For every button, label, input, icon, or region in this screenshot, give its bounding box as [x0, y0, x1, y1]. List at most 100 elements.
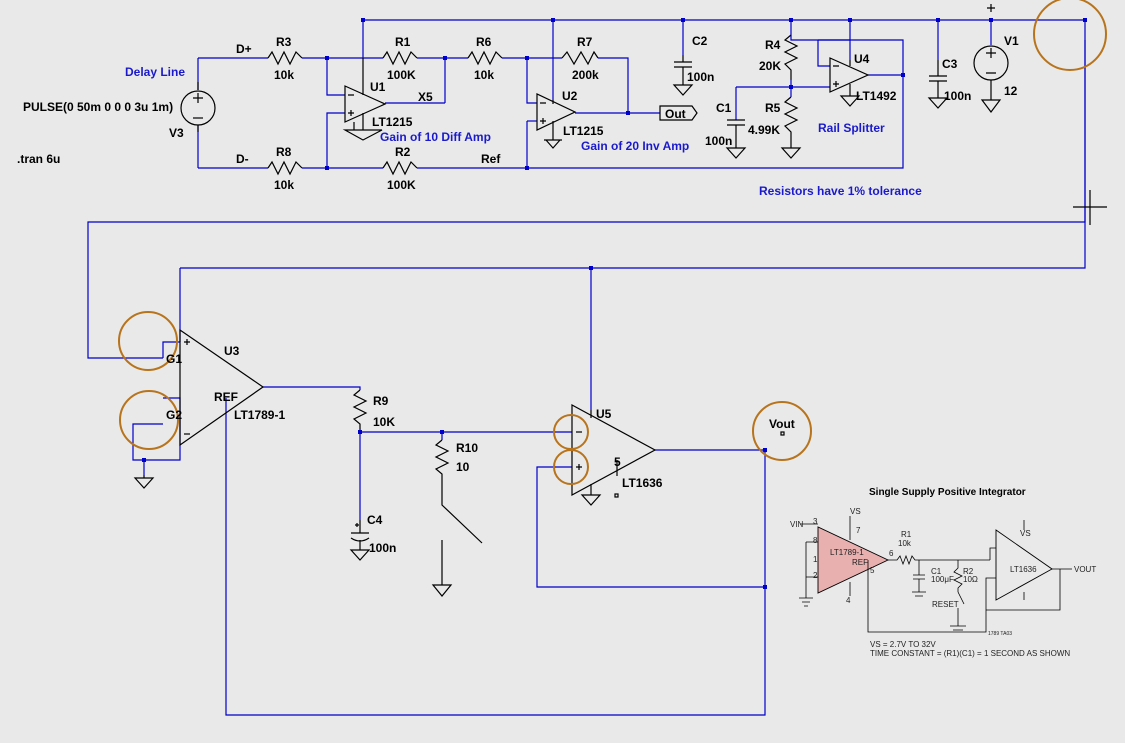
label-u2-part: LT1215	[563, 124, 604, 138]
label-c1: C1	[716, 101, 732, 115]
label-gain10: Gain of 10 Diff Amp	[380, 130, 491, 144]
inset-pin5: 5	[870, 566, 875, 575]
label-u5-part: LT1636	[622, 476, 663, 490]
label-u3: U3	[224, 344, 240, 358]
label-r5: R5	[765, 101, 781, 115]
inset-vin: VIN	[790, 520, 804, 529]
label-u2: U2	[562, 89, 578, 103]
capacitor-c4[interactable]	[350, 520, 370, 550]
label-v1: V1	[1004, 34, 1019, 48]
label-v3: V3	[169, 126, 184, 140]
label-c2: C2	[692, 34, 708, 48]
inset-pin7: 7	[856, 526, 861, 535]
resistor-r2[interactable]	[382, 160, 418, 176]
label-c3: C3	[942, 57, 958, 71]
label-ref-pin: REF	[214, 390, 238, 404]
label-u5-pin: 5	[614, 455, 621, 469]
inset-lt1636-symbol	[995, 529, 1053, 601]
label-u1: U1	[370, 80, 386, 94]
opamp-u1[interactable]	[344, 58, 387, 130]
label-r7: R7	[577, 35, 593, 49]
inset-pin6: 6	[889, 549, 894, 558]
inset-title: Single Supply Positive Integrator	[869, 487, 1026, 498]
inset-vout: VOUT	[1074, 565, 1096, 574]
resistor-r9[interactable]	[352, 389, 368, 430]
cursor-cross	[1073, 190, 1107, 225]
inset-r2: R2	[963, 567, 974, 576]
inset-vs-2: VS	[1020, 529, 1031, 538]
ground-symbols	[133, 84, 1002, 597]
label-g1: G1	[166, 352, 182, 366]
inset-c1: C1	[931, 567, 942, 576]
resistor-r4[interactable]	[783, 34, 799, 80]
label-c1-value: 100n	[705, 134, 732, 148]
label-vout: Vout	[769, 417, 795, 431]
inset-c1-value: 100μF	[931, 575, 954, 584]
label-u1-part: LT1215	[372, 115, 413, 129]
label-out: Out	[665, 107, 686, 121]
label-r3: R3	[276, 35, 292, 49]
resistor-r6[interactable]	[467, 50, 503, 66]
v3-source[interactable]	[180, 82, 216, 132]
out-netlabel	[659, 105, 698, 121]
label-u4: U4	[854, 52, 870, 66]
inset-pin8: 8	[813, 536, 818, 545]
resistor-r3[interactable]	[267, 50, 303, 66]
inset-ref: REF	[852, 558, 868, 567]
label-tran: .tran 6u	[17, 152, 60, 166]
label-tolerance: Resistors have 1% tolerance	[759, 184, 922, 198]
label-c4-value: 100n	[369, 541, 396, 555]
label-r10: R10	[456, 441, 478, 455]
label-r2-value: 100K	[387, 178, 416, 192]
label-d-plus: D+	[236, 42, 252, 56]
capacitor-c2[interactable]	[674, 55, 692, 85]
opamp-u3[interactable]	[179, 328, 265, 447]
inset-part1: LT1789-1	[830, 548, 864, 557]
inset-pin2: 2	[813, 571, 818, 580]
inset-lt1789-symbol	[817, 526, 890, 594]
label-r7-value: 200k	[572, 68, 599, 82]
opamp-u2[interactable]	[536, 93, 577, 140]
vout-netflag	[780, 431, 785, 436]
label-r8: R8	[276, 145, 292, 159]
label-r9: R9	[373, 394, 389, 408]
inset-pin1: 1	[813, 555, 818, 564]
label-r1-value: 100K	[387, 68, 416, 82]
label-r6: R6	[476, 35, 492, 49]
label-pulse-source: PULSE(0 50m 0 0 0 3u 1m)	[23, 100, 173, 114]
capacitor-c3[interactable]	[929, 60, 947, 98]
inset-reset: RESET	[932, 600, 959, 609]
wires	[87, 19, 1086, 716]
resistor-r10[interactable]	[434, 439, 483, 585]
label-r4-value: 20K	[759, 59, 781, 73]
label-c2-value: 100n	[687, 70, 714, 84]
resistor-r8[interactable]	[267, 160, 303, 176]
label-r10-value: 10	[456, 460, 470, 474]
label-r2: R2	[395, 145, 411, 159]
capacitor-c1[interactable]	[727, 119, 745, 148]
opamp-u4[interactable]	[829, 57, 870, 96]
inset-r1-value: 10k	[898, 539, 912, 548]
inset-pin3: 3	[813, 517, 818, 526]
v1-source[interactable]	[973, 4, 1009, 100]
resistor-r5[interactable]	[783, 96, 799, 140]
label-r9-value: 10K	[373, 415, 395, 429]
inset-r1: R1	[901, 530, 912, 539]
resistor-r7[interactable]	[561, 50, 599, 66]
label-r4: R4	[765, 38, 781, 52]
label-g2: G2	[166, 408, 182, 422]
label-r1: R1	[395, 35, 411, 49]
label-c3-value: 100n	[944, 89, 971, 103]
label-r8-value: 10k	[274, 178, 294, 192]
label-c4: C4	[367, 513, 383, 527]
label-r6-value: 10k	[474, 68, 494, 82]
inset-note-supply: VS = 2.7V TO 32V	[870, 640, 936, 649]
label-delay-line: Delay Line	[125, 65, 185, 79]
inset-r2-value: 10Ω	[963, 575, 978, 584]
junction-dots	[142, 18, 1087, 589]
inset-note-time-constant: TIME CONSTANT = (R1)(C1) = 1 SECOND AS S…	[870, 649, 1070, 658]
label-v1-value: 12	[1004, 84, 1018, 98]
resistor-r1[interactable]	[382, 50, 418, 66]
label-r3-value: 10k	[274, 68, 294, 82]
